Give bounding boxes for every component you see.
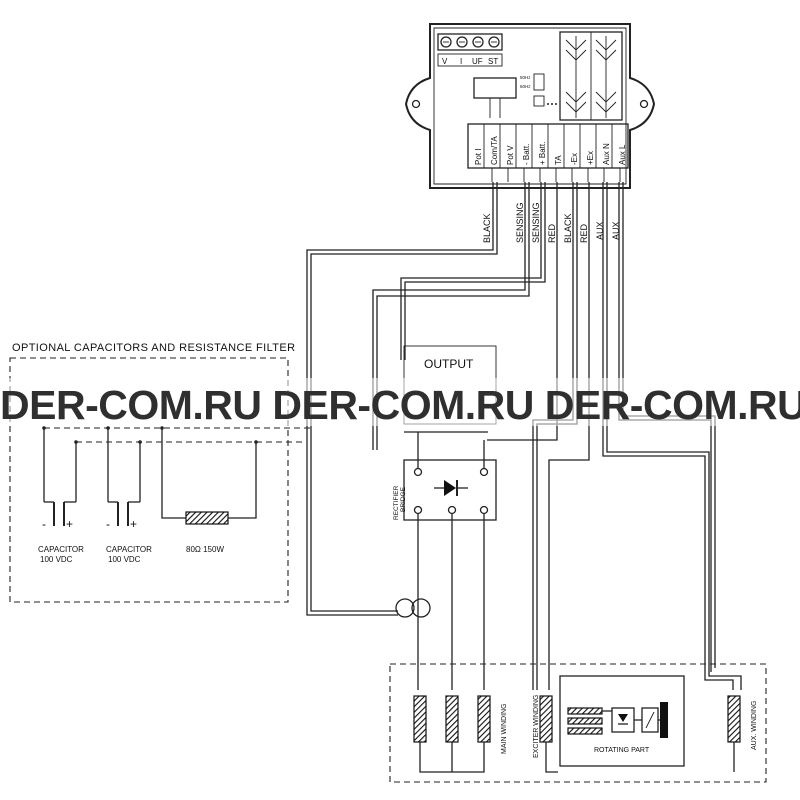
pot-row: V I UF ST bbox=[437, 33, 503, 67]
rectifier-label: RECTIFIER bbox=[393, 485, 400, 520]
filter-title: OPTIONAL CAPACITORS AND RESISTANCE FILTE… bbox=[12, 342, 296, 354]
voltage-regulator: V I UF ST 50Hz 60Hz bbox=[404, 23, 656, 189]
rectifier-bridge: RECTIFIER BRIDGE bbox=[393, 432, 497, 690]
exciter-winding-label: EXCITER WINDING bbox=[533, 695, 540, 758]
jumper-label-60: 60Hz bbox=[520, 84, 531, 89]
output-label: OUTPUT bbox=[424, 357, 474, 371]
capacitor-1: - + CAPACITOR 100 VDC bbox=[38, 428, 84, 564]
pot-label-i: I bbox=[460, 57, 462, 66]
wire-label-aux: AUX bbox=[611, 221, 621, 240]
rectifier-label: BRIDGE bbox=[400, 486, 407, 512]
terminal-block: Pot I Com/TA Pot V - Batt. + Batt. TA -E… bbox=[467, 123, 629, 182]
terminal-label: Pot I bbox=[474, 149, 483, 165]
terminal-label: TA bbox=[554, 155, 563, 165]
terminal-label: +Ex bbox=[586, 151, 595, 165]
minus-sign: - bbox=[42, 517, 46, 531]
jumper-label-50: 50Hz bbox=[520, 75, 531, 80]
rotating-part-label: ROTATING PART bbox=[594, 747, 650, 754]
watermark: DER-COM.RU DER-COM.RU DER-COM.RU bbox=[0, 382, 800, 428]
optional-filter: OPTIONAL CAPACITORS AND RESISTANCE FILTE… bbox=[9, 342, 312, 603]
pot-label-v: V bbox=[442, 57, 448, 66]
wire-label-red: RED bbox=[547, 223, 557, 243]
terminal-label: -Ex bbox=[570, 153, 579, 165]
pot-label-uf: UF bbox=[472, 57, 483, 66]
main-winding-label: MAIN WINDING bbox=[501, 703, 508, 754]
capacitor-1-label: CAPACITOR bbox=[38, 545, 84, 554]
wire-label-sensing: SENSING bbox=[531, 202, 541, 243]
plus-sign: + bbox=[130, 517, 137, 531]
resistor: 80Ω 150W bbox=[161, 428, 257, 554]
jumper-block: 50Hz 60Hz bbox=[473, 73, 557, 118]
wire-label-aux: AUX bbox=[595, 221, 605, 240]
current-transformer bbox=[395, 598, 431, 618]
capacitor-2-label: CAPACITOR bbox=[106, 545, 152, 554]
rotating-part: ROTATING PART bbox=[559, 675, 685, 767]
wire-labels: BLACK SENSING SENSING RED BLACK RED AUX … bbox=[482, 202, 621, 243]
terminal-label: Pot V bbox=[506, 145, 515, 165]
resistor-label: 80Ω 150W bbox=[186, 545, 224, 554]
aux-winding-label: AUX. WINDING bbox=[751, 701, 758, 750]
wire-label-sensing: SENSING bbox=[515, 202, 525, 243]
terminal-label: - Batt. bbox=[522, 144, 531, 165]
generator: MAIN WINDING EXCITER WINDING ROTATING PA… bbox=[389, 663, 767, 783]
wire-label-red: RED bbox=[579, 223, 589, 243]
capacitor-1-rating: 100 VDC bbox=[40, 555, 73, 564]
capacitor-2: - + CAPACITOR 100 VDC bbox=[106, 428, 152, 564]
terminal-label: Com/TA bbox=[490, 136, 499, 165]
heatsink bbox=[559, 31, 623, 121]
terminal-label: Aux L bbox=[618, 144, 627, 165]
wiring bbox=[306, 182, 742, 690]
wire-label-black: BLACK bbox=[563, 213, 573, 243]
terminal-label: + Batt. bbox=[538, 142, 547, 165]
watermark-band bbox=[0, 378, 800, 426]
wire-label-black: BLACK bbox=[482, 213, 492, 243]
plus-sign: + bbox=[66, 517, 73, 531]
capacitor-2-rating: 100 VDC bbox=[108, 555, 141, 564]
minus-sign: - bbox=[106, 517, 110, 531]
pot-label-st: ST bbox=[488, 57, 498, 66]
terminal-label: Aux N bbox=[602, 143, 611, 165]
